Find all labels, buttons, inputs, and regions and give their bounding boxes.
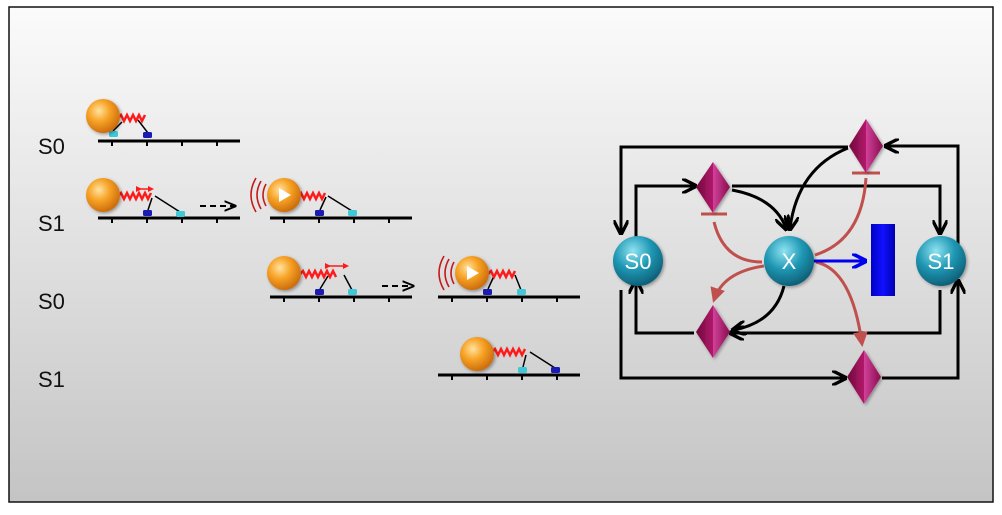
spring-linker [299, 268, 338, 280]
binding-site-blue [551, 367, 560, 373]
binding-site-cyan [518, 367, 527, 373]
node-x-label: X [782, 249, 797, 274]
edge-x-activates-diamond-ll [710, 264, 765, 303]
node-x: X [764, 236, 814, 286]
edge-top-to-s0 [621, 145, 848, 232]
vibration-arcs [250, 177, 267, 213]
binding-site-cyan [109, 131, 118, 137]
edge-diamond-ll-to-s0 [636, 282, 694, 335]
edge-s0-to-diamond-ul [634, 186, 694, 240]
motor-stage-row4 [438, 337, 580, 380]
state-label-s0-row3: S0 [38, 289, 65, 314]
play-icon [279, 188, 291, 202]
motor-stage-row3a [267, 256, 412, 302]
node-s1-label: S1 [928, 249, 955, 274]
regulatory-network [621, 146, 958, 378]
spring-linker [491, 346, 527, 358]
node-s1: S1 [916, 236, 966, 286]
spring-linker [487, 268, 517, 280]
binding-site-blue [143, 210, 152, 216]
edge-diamond-ul-to-s1 [732, 184, 940, 232]
state-label-s1-row2: S1 [38, 211, 65, 236]
motor-stage-row3b [438, 255, 580, 302]
binding-site-cyan [348, 210, 357, 216]
spring-linker [117, 190, 153, 202]
edge-diamond-bottom-to-s1 [882, 282, 958, 380]
diamond-bottom [847, 350, 881, 404]
edge-top-to-x [790, 146, 849, 228]
binding-site-blue [315, 210, 324, 216]
motor-bead [267, 256, 301, 290]
edge-x-to-diamond-ll [734, 285, 786, 330]
edge-x-activates-bottom [815, 260, 868, 347]
diamond-upper-left [696, 162, 730, 213]
edge-x-inhibits-diamond-ul [712, 221, 763, 264]
background-panel [8, 6, 994, 503]
spring-linker [117, 112, 147, 124]
binding-site-cyan [517, 289, 526, 295]
motor-bead [86, 99, 120, 133]
binding-site-blue [483, 289, 492, 295]
binding-site-cyan [348, 289, 357, 295]
diamond-top [849, 119, 883, 173]
motor-bead [460, 337, 494, 371]
binding-site-cyan [176, 211, 185, 217]
binding-site-blue [143, 132, 152, 138]
binding-site-blue [315, 289, 324, 295]
vibration-arcs [438, 255, 455, 291]
edge-x-inhibits-top [814, 177, 868, 257]
state-label-s1-row4: S1 [38, 367, 65, 392]
node-s0: S0 [613, 236, 663, 286]
motor-stage-row1 [86, 99, 240, 146]
node-s0-label: S0 [625, 249, 652, 274]
play-icon [467, 266, 479, 280]
motor-stage-row2a [86, 178, 240, 223]
diamond-lower-left [696, 305, 730, 358]
state-label-s0-row1: S0 [38, 134, 65, 159]
edge-s0-to-diamond-bottom [619, 290, 844, 378]
motor-stage-row2b [250, 177, 412, 223]
spring-linker [297, 190, 327, 202]
motor-bead [86, 178, 120, 212]
edge-s1-to-diamond-ll [732, 290, 942, 333]
output-block [871, 224, 895, 296]
